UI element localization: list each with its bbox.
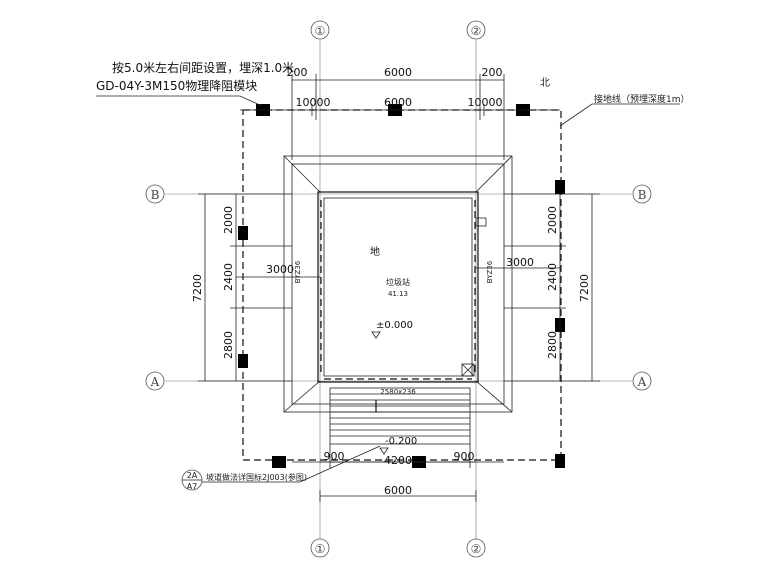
svg-text:A7: A7: [187, 482, 198, 491]
svg-text:B: B: [151, 188, 160, 202]
svg-text:2580x236: 2580x236: [380, 388, 416, 396]
right-dimensions: 7200 2000 2400 2800 3000: [476, 193, 600, 382]
svg-text:2400: 2400: [546, 263, 559, 291]
svg-text:7200: 7200: [578, 274, 591, 302]
svg-text:垃圾站: 垃圾站: [386, 277, 410, 287]
left-dimensions: 7200 2000 2400 2800 3000: [191, 193, 320, 382]
svg-text:3000: 3000: [506, 256, 534, 269]
note-ramp-detail: 2A A7 坡道做法详国标2J003(参图): [181, 445, 381, 491]
svg-text:7200: 7200: [191, 274, 204, 302]
svg-text:2400: 2400: [222, 263, 235, 291]
svg-text:2800: 2800: [546, 331, 559, 359]
svg-text:6000: 6000: [384, 484, 412, 497]
svg-text:北: 北: [540, 77, 550, 89]
svg-text:4200: 4200: [384, 454, 412, 467]
svg-text:BYZ36: BYZ36: [486, 260, 494, 283]
svg-text:±0.000: ±0.000: [376, 320, 413, 331]
svg-text:900: 900: [324, 450, 345, 463]
svg-text:3000: 3000: [266, 263, 294, 276]
svg-text:-0.200: -0.200: [385, 436, 417, 447]
axis-bubble-B-right: B: [632, 184, 652, 204]
axis-bubble-1-top: ①: [310, 20, 330, 40]
top-dimensions: 200 6000 200 10000 6000 10000 北: [240, 66, 560, 160]
svg-text:地: 地: [370, 245, 380, 258]
grounding-module: [238, 226, 248, 240]
note-ground-wire: 接地线（预埋深度1m）: [559, 93, 690, 127]
axis-bubble-A-right: A: [632, 371, 652, 391]
svg-text:10000: 10000: [468, 96, 503, 109]
svg-text:900: 900: [454, 450, 475, 463]
svg-text:②: ②: [471, 24, 482, 38]
axis-bubble-A-left: A: [145, 371, 165, 391]
entrance-ramp: [329, 387, 471, 445]
axis-bubble-B-left: B: [145, 184, 165, 204]
svg-text:2800: 2800: [222, 331, 235, 359]
svg-text:6000: 6000: [384, 96, 412, 109]
svg-text:B: B: [638, 188, 647, 202]
svg-text:41.13: 41.13: [388, 290, 408, 298]
grounding-module: [555, 180, 565, 194]
svg-text:2A: 2A: [187, 471, 198, 480]
svg-text:2000: 2000: [546, 206, 559, 234]
axis-bubble-2-top: ②: [466, 20, 486, 40]
svg-text:A: A: [637, 375, 647, 389]
svg-text:10000: 10000: [296, 96, 331, 109]
svg-text:GD-04Y-3M150物理降阻模块: GD-04Y-3M150物理降阻模块: [96, 79, 257, 93]
svg-text:按5.0米左右间距设置，埋深1.0米: 按5.0米左右间距设置，埋深1.0米: [112, 60, 294, 75]
svg-text:②: ②: [471, 542, 482, 556]
room-labels: 地 垃圾站 41.13 ±0.000 BYZ36 BYZ36 2580x236 …: [294, 245, 494, 455]
grounding-module: [272, 456, 286, 468]
svg-text:①: ①: [315, 24, 326, 38]
grounding-module: [555, 454, 565, 468]
bottom-dimensions: 900 4200 900 6000: [292, 444, 504, 502]
building-walls: [317, 191, 487, 383]
svg-text:坡道做法详国标2J003(参图): 坡道做法详国标2J003(参图): [206, 472, 307, 482]
svg-text:200: 200: [482, 66, 503, 79]
svg-text:6000: 6000: [384, 66, 412, 79]
svg-text:BYZ36: BYZ36: [294, 260, 302, 283]
axis-bubble-1-bottom: ①: [310, 538, 330, 558]
note-block-modules: 按5.0米左右间距设置，埋深1.0米 GD-04Y-3M150物理降阻模块: [96, 60, 294, 107]
svg-text:200: 200: [287, 66, 308, 79]
grounding-module: [238, 354, 248, 368]
svg-text:A: A: [150, 375, 160, 389]
svg-text:2000: 2000: [222, 206, 235, 234]
axis-bubble-2-bottom: ②: [466, 538, 486, 558]
svg-text:接地线（预埋深度1m）: 接地线（预埋深度1m）: [594, 93, 690, 105]
svg-text:①: ①: [315, 542, 326, 556]
